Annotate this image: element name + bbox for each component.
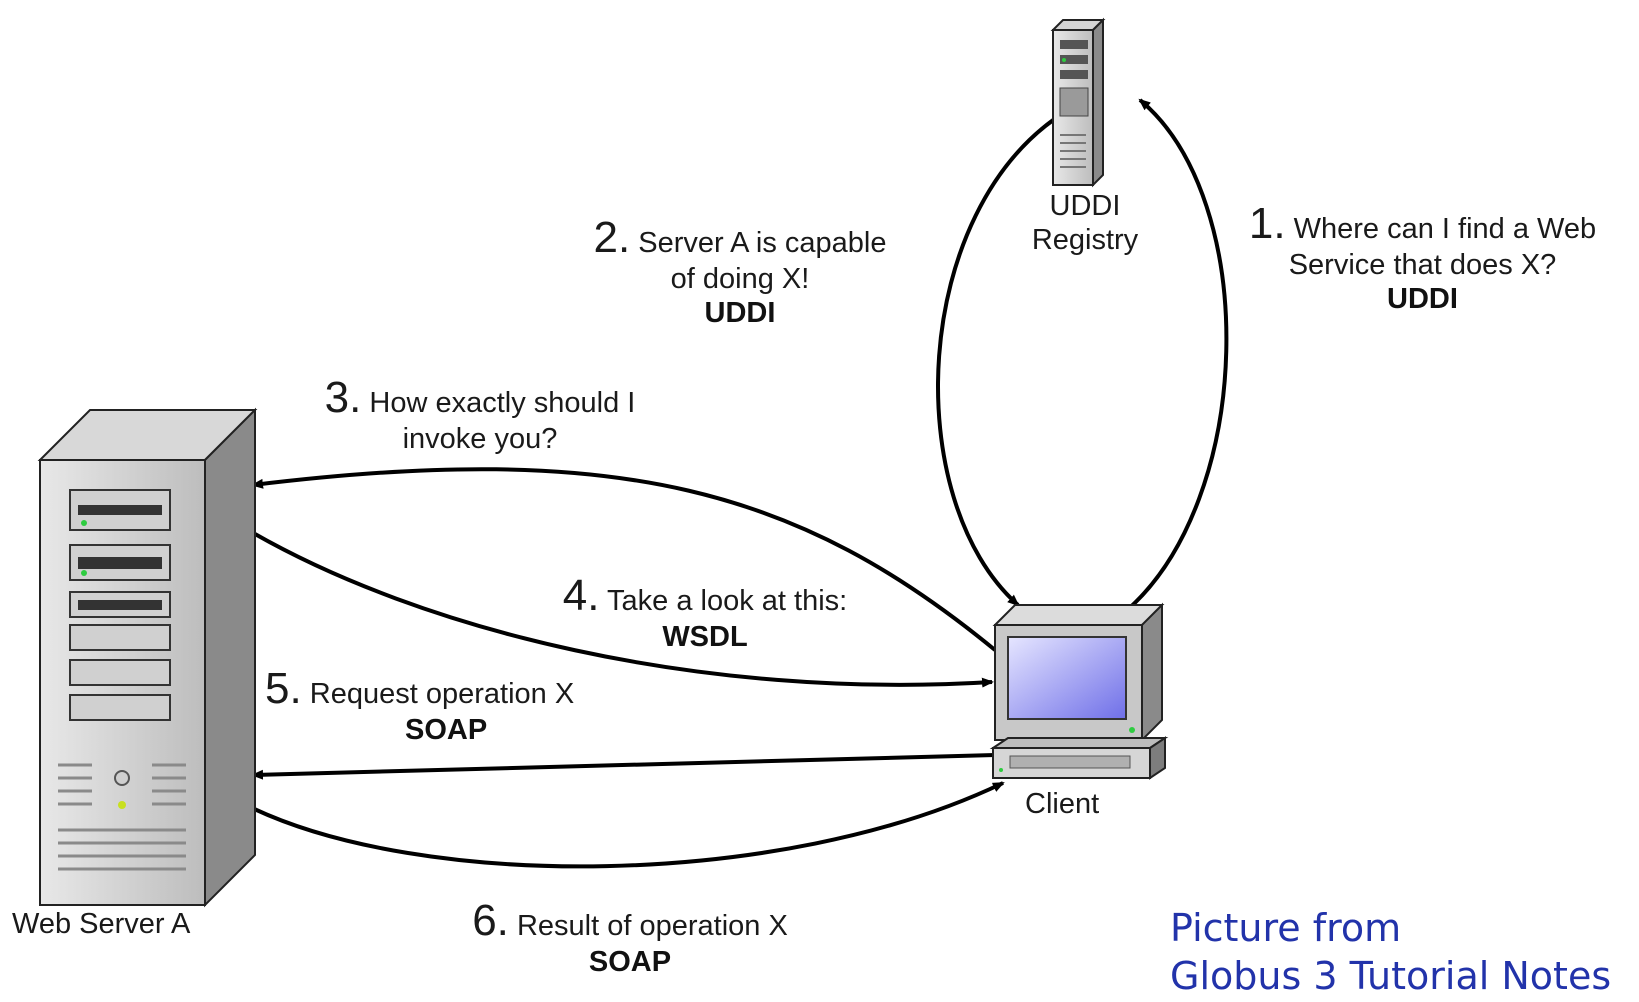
step-4-number: 4.	[562, 571, 600, 620]
caption-line-1: Picture from	[1170, 906, 1402, 950]
step-4-label: 4. Take a look at this: WSDL	[525, 570, 885, 655]
arrow-step-6	[247, 781, 1005, 869]
arrow-step-2	[936, 110, 1067, 607]
step-3-text-2: invoke you?	[402, 423, 558, 456]
step-5-number: 5.	[265, 664, 302, 713]
registry-label: UDDI Registry	[1005, 190, 1165, 258]
step-5-protocol: SOAP	[405, 714, 488, 747]
step-1-protocol: UDDI	[1387, 283, 1458, 316]
source-caption: Picture from Globus 3 Tutorial Notes	[1170, 905, 1611, 1000]
step-4-text-1: Take a look at this:	[607, 585, 848, 617]
step-2-number: 2.	[593, 213, 631, 262]
step-5-label: 5. Request operation X SOAP	[265, 663, 645, 748]
caption-line-2: Globus 3 Tutorial Notes	[1170, 953, 1612, 998]
step-6-protocol: SOAP	[588, 946, 672, 979]
web-server-tower-icon	[37, 407, 258, 908]
step-1-text-1: Where can I find a Web	[1293, 213, 1597, 245]
server-label: Web Server A	[12, 908, 191, 940]
registry-label-line-1: UDDI	[1049, 190, 1121, 222]
arrows	[246, 98, 1229, 869]
step-6-text-1: Result of operation X	[516, 910, 788, 942]
client-label: Client	[1025, 788, 1100, 820]
step-1-label: 1. Where can I find a Web Service that d…	[1210, 198, 1635, 317]
arrow-step-5	[251, 753, 996, 780]
step-6-number: 6.	[472, 896, 509, 945]
arrow-step-4	[246, 528, 994, 688]
step-2-text-2: of doing X!	[670, 263, 810, 296]
step-3-number: 3.	[324, 373, 362, 422]
step-4-protocol: WSDL	[662, 621, 748, 654]
arrow-step-1	[1123, 98, 1229, 614]
registry-server-icon	[1050, 17, 1106, 188]
step-2-protocol: UDDI	[704, 297, 776, 330]
step-3-text-1: How exactly should I	[369, 387, 636, 419]
step-2-text-1: Server A is capable	[638, 227, 887, 259]
step-5-text-1: Request operation X	[309, 678, 575, 710]
registry-label-line-2: Registry	[1031, 223, 1139, 256]
arrow-step-3	[251, 467, 997, 652]
step-1-text-2: Service that does X?	[1288, 249, 1557, 282]
step-3-label: 3. How exactly should I invoke you?	[285, 372, 675, 457]
step-6-label: 6. Result of operation X SOAP	[430, 895, 830, 980]
client-computer-icon	[989, 602, 1169, 780]
step-2-label: 2. Server A is capable of doing X! UDDI	[555, 212, 925, 331]
step-1-number: 1.	[1248, 199, 1286, 248]
